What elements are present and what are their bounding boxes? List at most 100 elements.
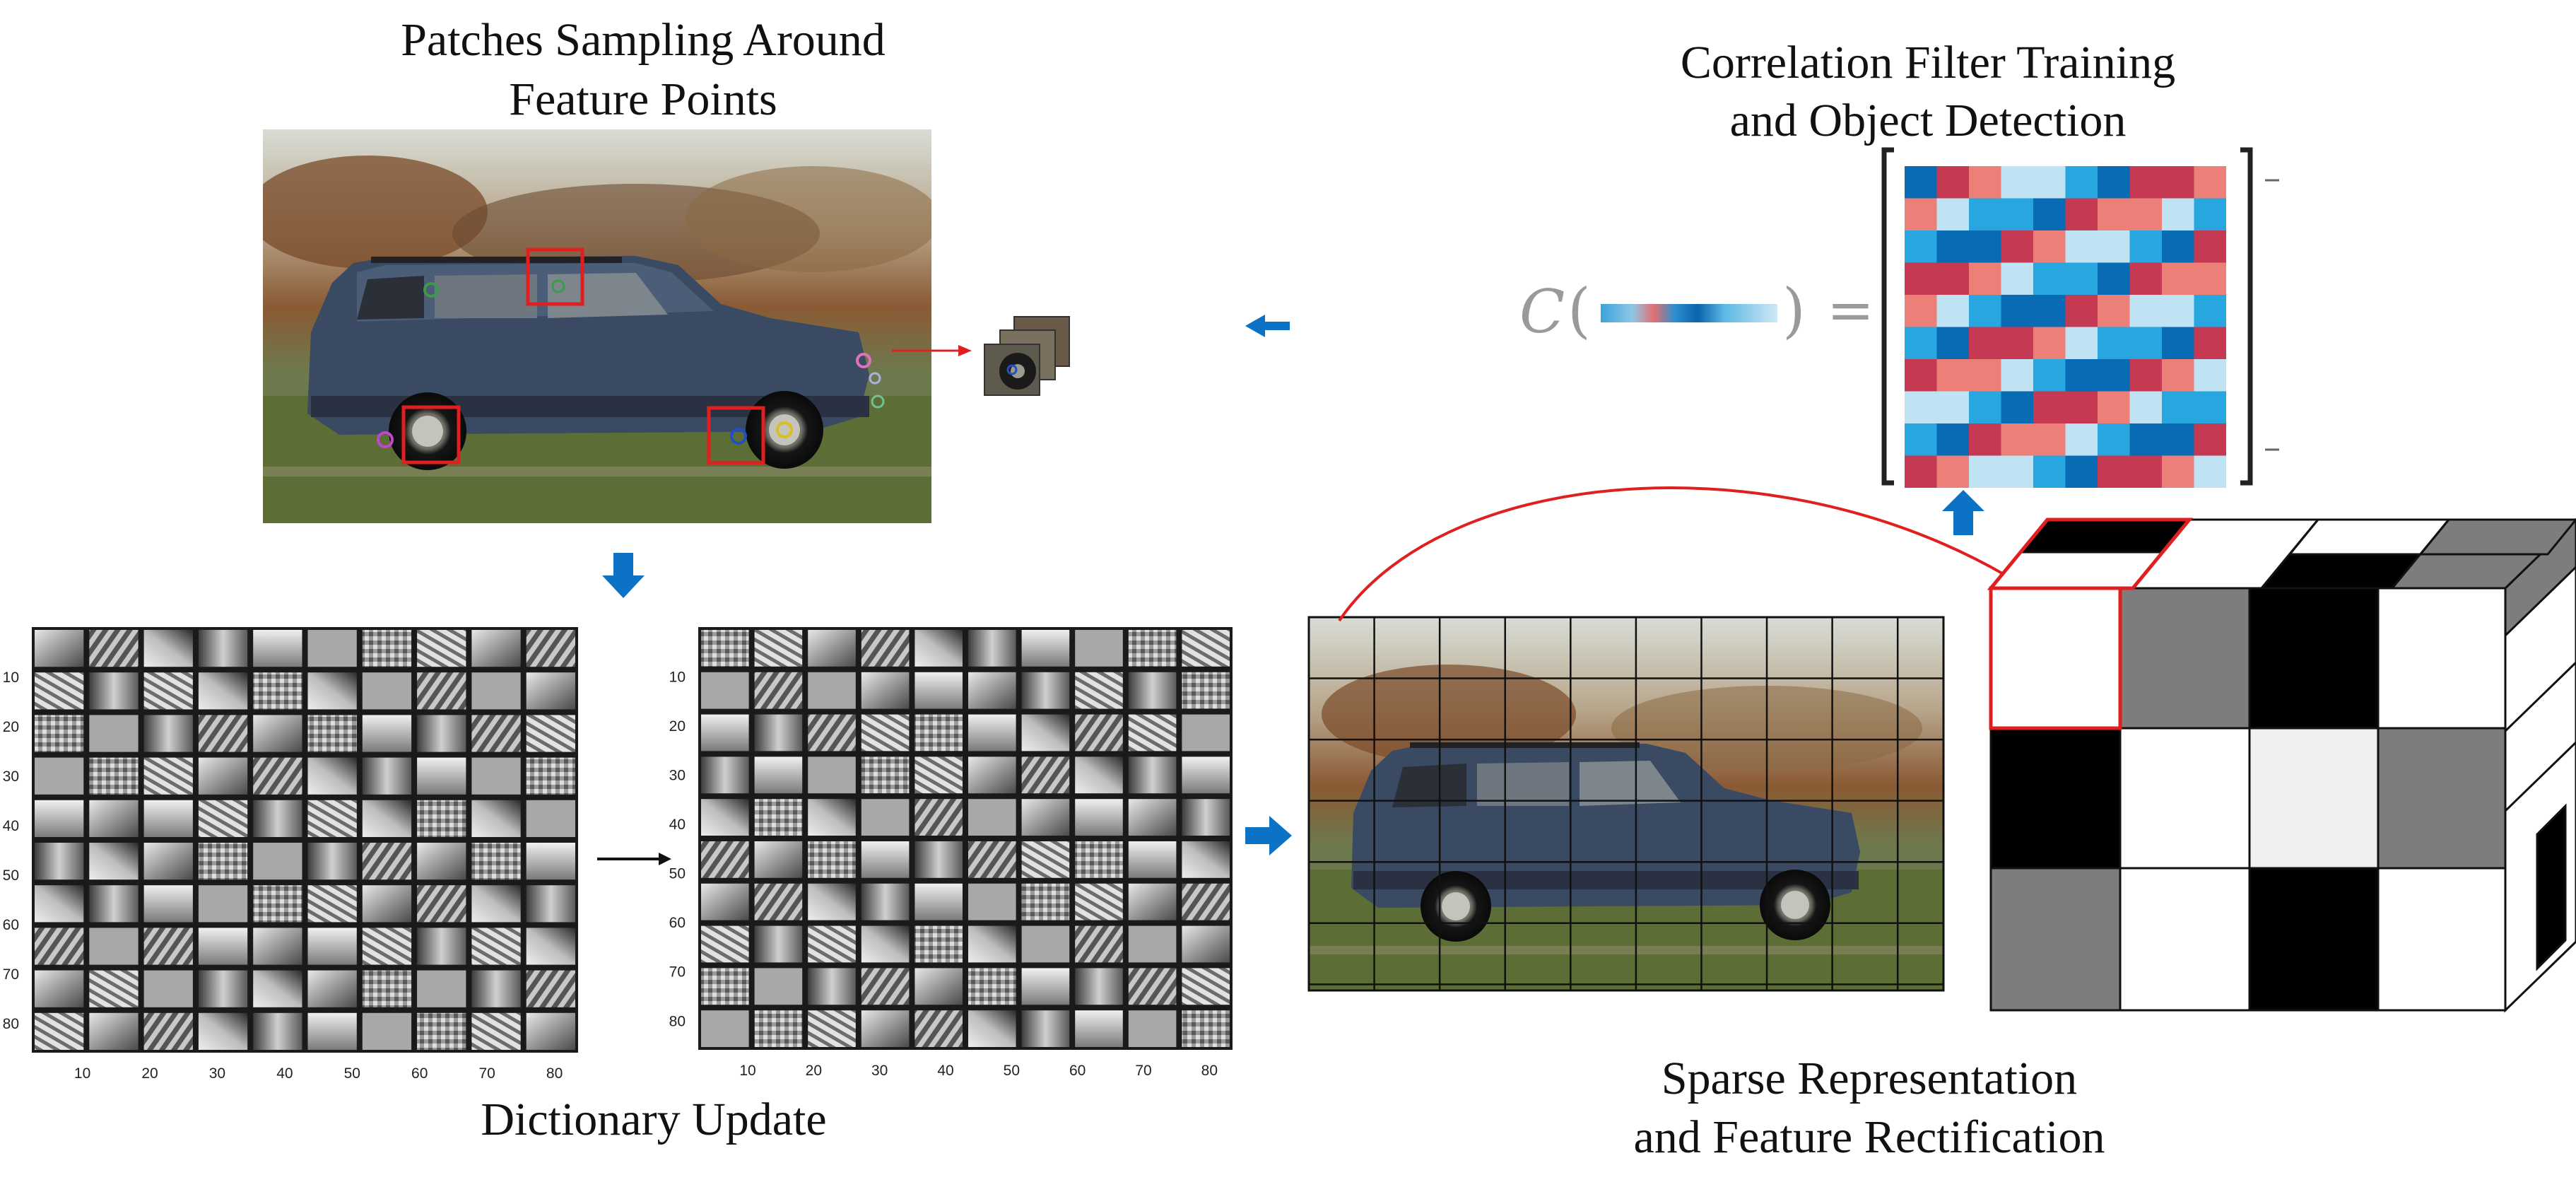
dictionary-atom	[526, 757, 575, 795]
heatmap-cell	[2065, 230, 2098, 263]
eq-close-paren: )	[1782, 276, 1806, 345]
dictionary-atom	[471, 970, 521, 1007]
dictionary-atom	[1021, 672, 1070, 709]
dictionary-atom	[198, 970, 248, 1007]
x-tick-label: 30	[209, 1065, 225, 1082]
dictionary-atom	[1075, 672, 1123, 709]
dictionary-atom	[1128, 799, 1177, 836]
dictionary-atom	[143, 970, 193, 1007]
dictionary-atom	[1075, 799, 1123, 836]
dictionary-atom	[198, 1012, 248, 1050]
dictionary-atom	[701, 672, 749, 709]
dictionary-atom	[808, 968, 856, 1005]
dictionary-atom	[471, 928, 521, 965]
eq-equals: =	[1827, 277, 1874, 343]
dictionary-atom	[701, 925, 749, 963]
heatmap-cell	[2065, 295, 2098, 327]
heatmap-cell	[2033, 166, 2066, 199]
dictionary-atom	[417, 715, 466, 752]
dictionary-atom	[143, 1012, 193, 1050]
dictionary-atom	[754, 714, 803, 752]
dictionary-atom	[417, 800, 466, 837]
dictionary-atom	[526, 630, 575, 667]
heatmap-cell	[2098, 359, 2130, 392]
dictionary-atom	[968, 925, 1016, 963]
dictionary-atom	[861, 756, 910, 794]
arrow-up-to-correlation	[1942, 490, 1984, 535]
dictionary-atom	[362, 672, 412, 710]
dictionary-atom	[417, 885, 466, 923]
dictionary-atom	[754, 925, 803, 963]
dictionary-atom	[198, 757, 248, 795]
label-patches-line1: Patches Sampling Around	[401, 14, 886, 66]
x-tick-label: 10	[739, 1063, 755, 1079]
heatmap-cell	[2065, 262, 2098, 295]
dictionary-atom	[471, 757, 521, 795]
dictionary-atom	[1075, 714, 1123, 752]
dictionary-atom	[1075, 968, 1123, 1005]
heatmap-cell	[1936, 455, 1969, 488]
x-tick-label: 50	[1004, 1063, 1020, 1079]
heatmap-cell	[2065, 423, 2098, 456]
dictionary-atom	[968, 799, 1016, 836]
x-tick-label: 80	[1201, 1063, 1218, 1079]
dictionary-atom	[701, 799, 749, 836]
dictionary-atom	[89, 757, 139, 795]
heatmap-cell	[1936, 359, 1969, 392]
dictionary-atom	[417, 672, 466, 710]
dictionary-atom	[362, 1012, 412, 1050]
dictionary-atom	[914, 756, 963, 794]
dictionary-atom	[808, 799, 856, 836]
dictionary-atom	[861, 925, 910, 963]
dictionary-atom	[914, 630, 963, 667]
heatmap-cell	[2194, 423, 2226, 456]
dictionary-atom	[35, 1012, 84, 1050]
dictionary-atom	[1182, 841, 1230, 878]
heatmap-cell	[2129, 359, 2162, 392]
dictionary-atom	[526, 1012, 575, 1050]
dictionary-atom	[1182, 714, 1230, 752]
dictionary-atom	[417, 928, 466, 965]
dictionary-atom	[861, 883, 910, 920]
y-tick-label: 20	[3, 719, 19, 735]
y-tick-label: 40	[3, 818, 19, 834]
dictionary-atom	[307, 970, 357, 1007]
heatmap-cell	[2162, 359, 2194, 392]
heatmap-cell	[2065, 391, 2098, 423]
dictionary-atom	[1021, 925, 1070, 963]
dictionary-atom	[307, 715, 357, 752]
dictionary-atom	[808, 630, 856, 667]
heatmap-cell	[2098, 295, 2130, 327]
dictionary-atom	[253, 843, 302, 880]
heatmap-cell	[1969, 198, 2001, 230]
heatmap-cell	[1905, 295, 1937, 327]
dictionary-atom	[914, 714, 963, 752]
dictionary-atom	[1128, 841, 1177, 878]
dictionary-atom	[701, 841, 749, 878]
x-tick-label: 20	[806, 1063, 822, 1079]
dictionary-atom	[914, 1010, 963, 1047]
dictionary-atom	[1075, 630, 1123, 667]
dictionary-atom	[914, 968, 963, 1005]
dictionary-atom	[808, 672, 856, 709]
dictionary-atom	[914, 799, 963, 836]
heatmap-cell	[2001, 166, 2033, 199]
dictionary-atom	[143, 672, 193, 710]
dictionary-atom	[1182, 630, 1230, 667]
heatmap-cell	[2162, 166, 2194, 199]
dictionary-atom	[471, 672, 521, 710]
heatmap-cell	[2001, 230, 2033, 263]
dictionary-atom	[362, 715, 412, 752]
correlation-heatmap	[1905, 166, 2226, 488]
correlation-equation: C ( ) =	[1519, 147, 2279, 488]
dictionary-atom	[1021, 968, 1070, 1005]
dictionary-atom	[526, 928, 575, 965]
dictionary-atom	[1021, 630, 1070, 667]
dictionary-atom	[754, 841, 803, 878]
heatmap-cell	[2162, 327, 2194, 359]
eq-open-paren: (	[1568, 276, 1591, 345]
dictionary-atom	[35, 630, 84, 667]
dictionary-atom	[198, 928, 248, 965]
dictionary-atom	[526, 885, 575, 923]
